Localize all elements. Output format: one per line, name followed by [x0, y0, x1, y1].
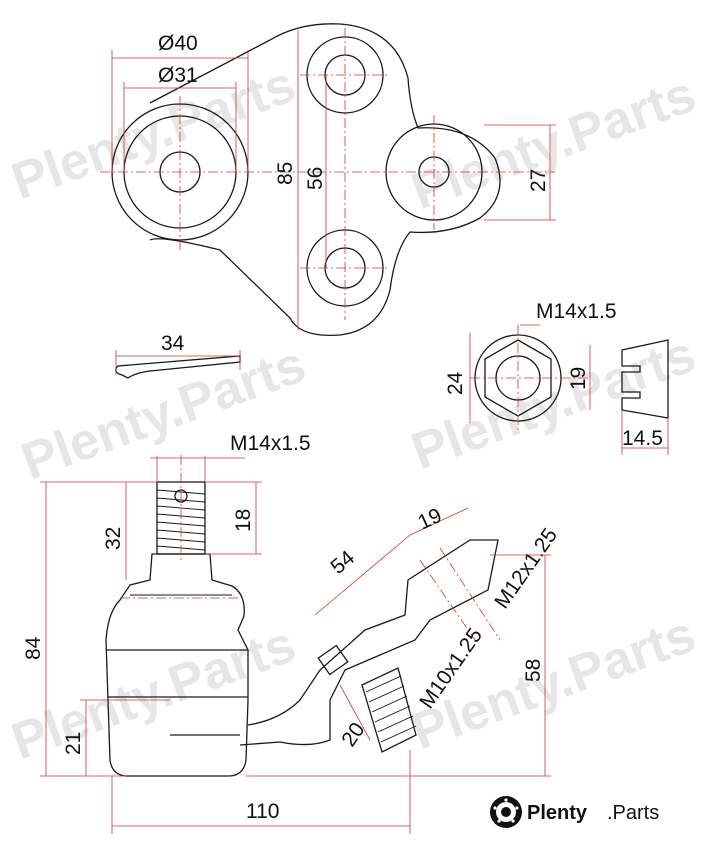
dim-height-56: 56: [304, 167, 327, 190]
watermark: Plenty.Parts: [4, 615, 303, 771]
dim-pin-34: 34: [161, 332, 185, 355]
brake-disc-icon: [490, 796, 522, 828]
dim-width-110: 110: [246, 800, 279, 823]
brand-name: Plenty: [527, 802, 588, 824]
dim-arm-54: 54: [326, 546, 359, 579]
brand-logo: Plenty .Parts: [490, 796, 659, 828]
dim-stud-18: 18: [232, 509, 255, 532]
dim-diameter-31: Ø31: [158, 64, 198, 87]
watermark: Plenty.Parts: [4, 55, 303, 211]
dim-nut-24: 24: [444, 371, 467, 395]
dim-arm-20: 20: [337, 719, 369, 751]
dim-arm-19: 19: [414, 504, 445, 535]
dim-height-21: 21: [62, 732, 85, 755]
cotter-hole: [174, 489, 188, 503]
dim-diameter-40: Ø40: [158, 32, 198, 55]
watermark: Plenty.Parts: [14, 335, 313, 491]
bolt-thread: [361, 667, 417, 753]
boot-body: [105, 553, 249, 777]
dim-height-85: 85: [274, 162, 297, 185]
castle-nut: 24 19 M14x1.5 14.5: [444, 300, 669, 455]
dim-stud-thread: M14x1.5: [230, 432, 311, 455]
dim-stud-32: 32: [102, 527, 125, 550]
ball-joint-side-view: M14x1.5 32 18 84 21 110 54 19 M12x1.25 M…: [22, 432, 562, 834]
cotter-pin: 34: [115, 332, 241, 379]
brand-suffix: .Parts: [607, 802, 659, 824]
arm-tab: [317, 644, 349, 676]
dim-arm-m12: M12x1.25: [490, 524, 562, 613]
dim-nut-19: 19: [567, 367, 590, 390]
dim-height-27: 27: [527, 169, 550, 192]
watermark: Plenty.Parts: [404, 65, 703, 221]
watermarks: Plenty.Parts Plenty.Parts Plenty.Parts P…: [4, 55, 703, 771]
dim-nut-14-5: 14.5: [622, 427, 663, 450]
dim-height-58: 58: [522, 659, 545, 682]
dim-height-84: 84: [22, 636, 45, 660]
dim-nut-thread: M14x1.5: [536, 300, 617, 323]
flange-outline: [149, 23, 501, 337]
watermark: Plenty.Parts: [404, 325, 703, 481]
control-arm: [239, 539, 499, 746]
flange-top-view: Ø40 Ø31 85 56 27: [100, 23, 556, 337]
